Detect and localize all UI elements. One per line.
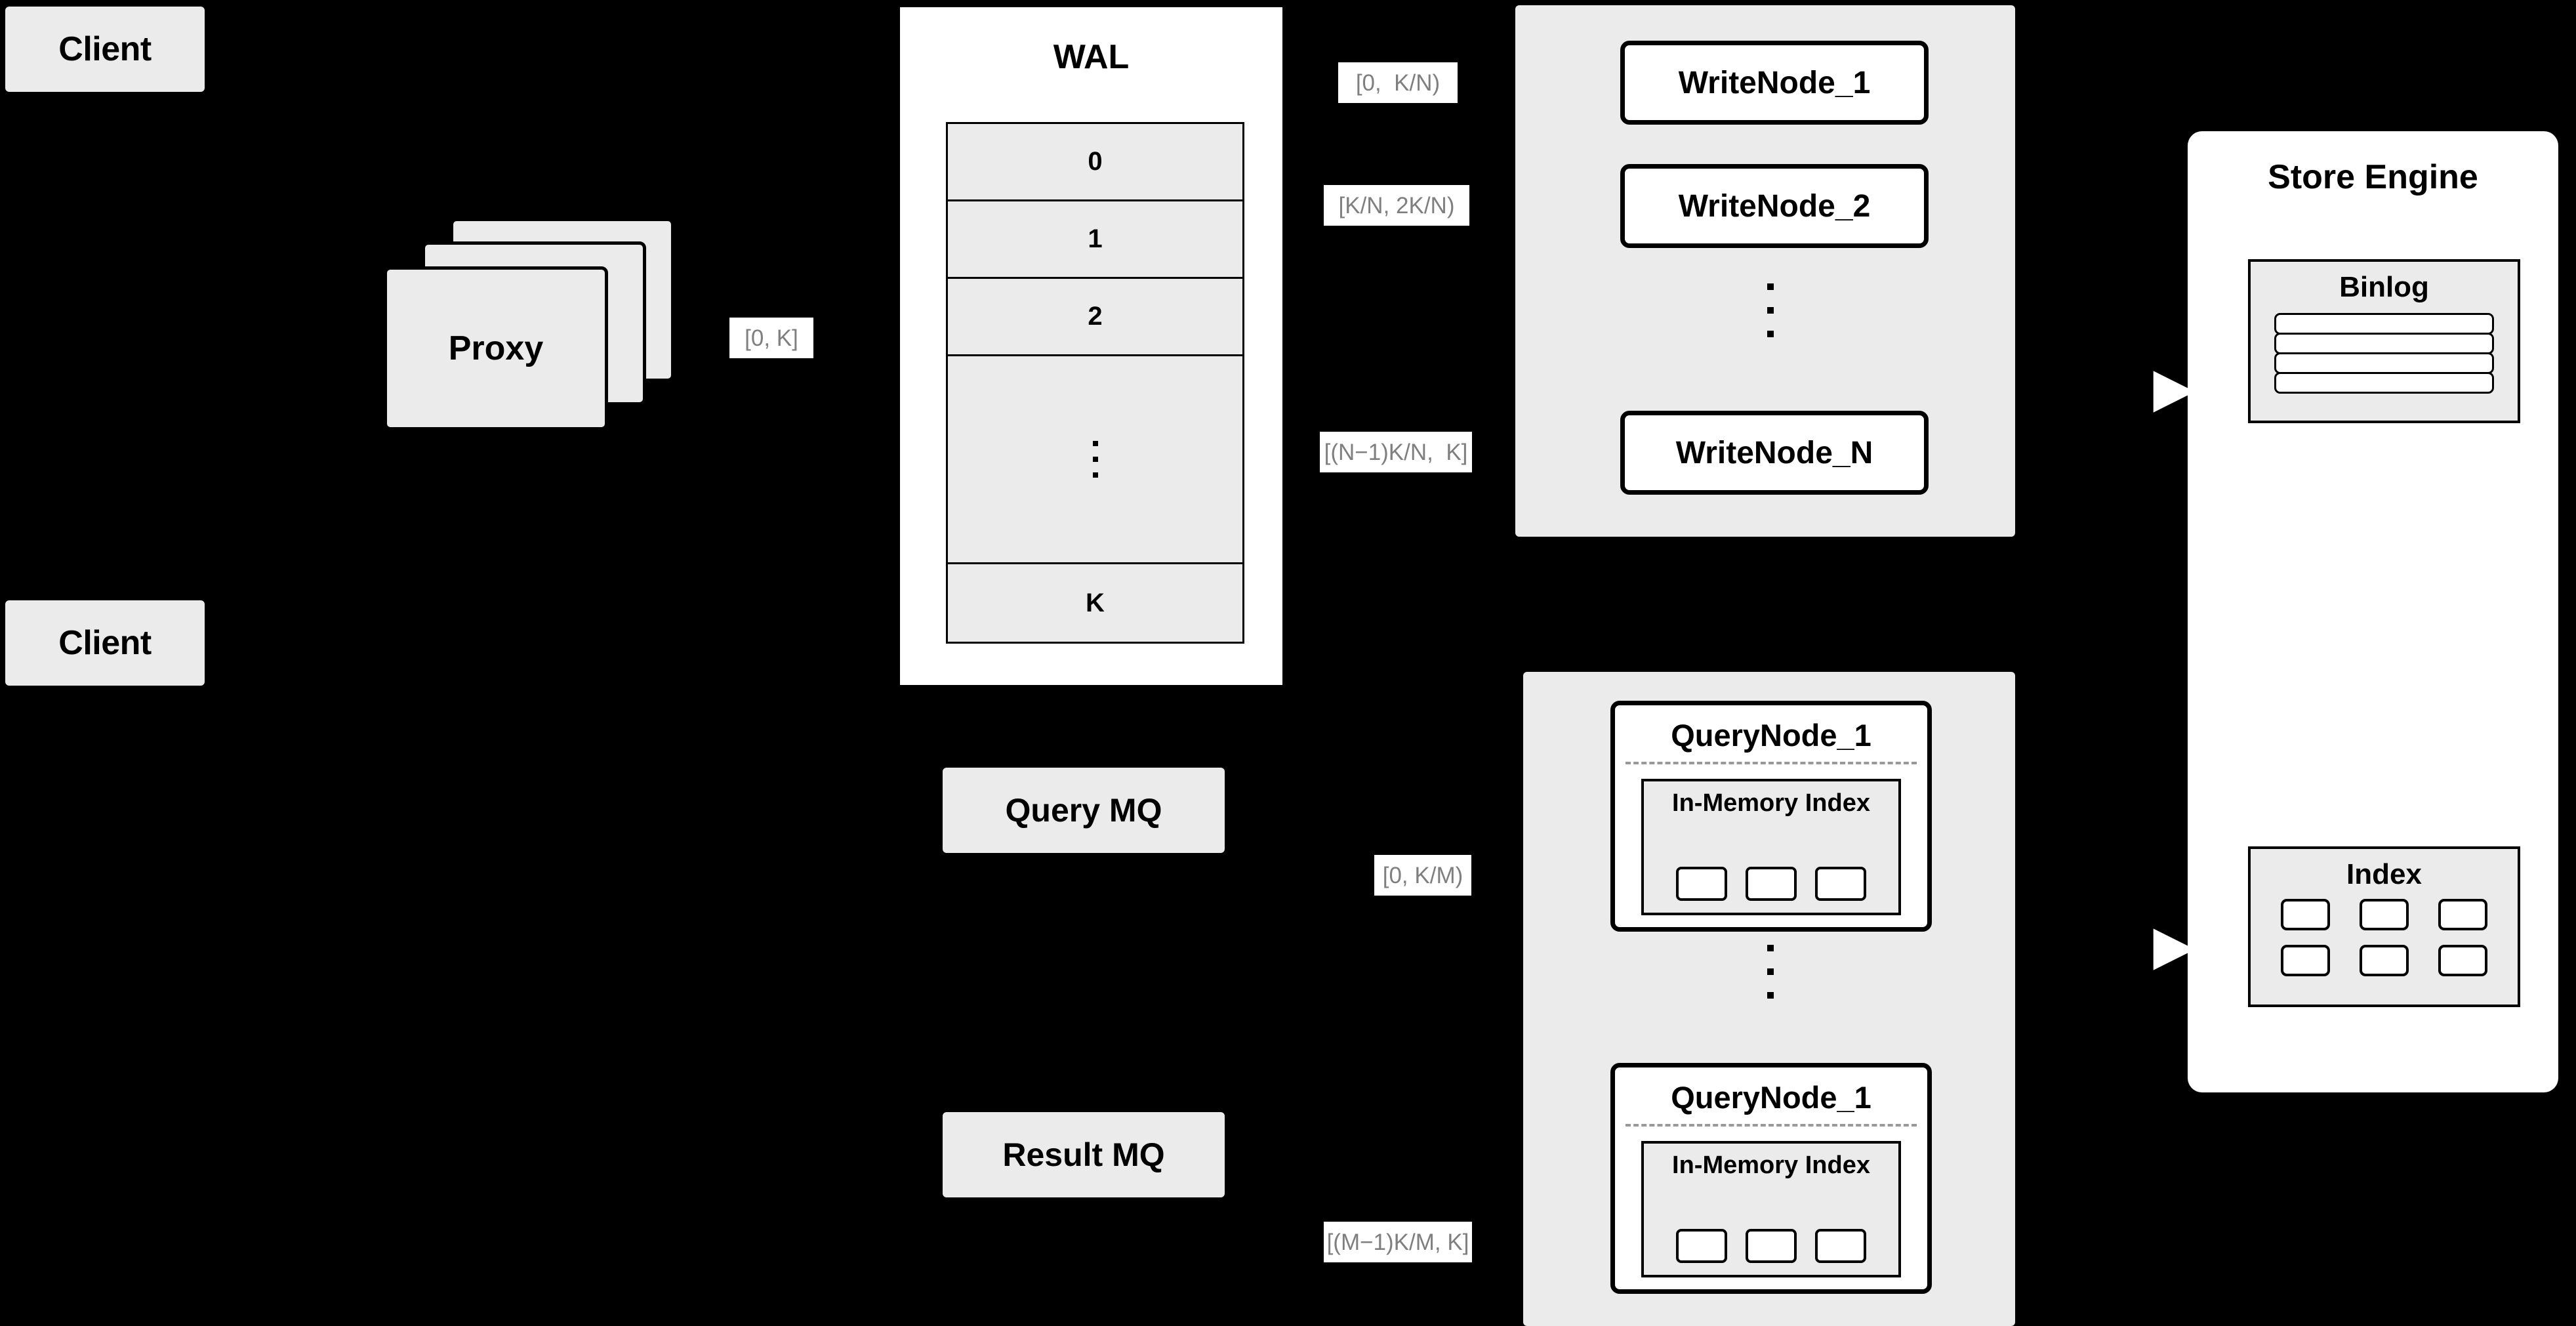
binlog-row (2274, 372, 2494, 394)
client-label: Client (58, 30, 152, 68)
index-cell-row (1644, 1229, 1898, 1263)
wal-row: 0 (948, 124, 1242, 201)
wal-row: 1 (948, 201, 1242, 279)
query-node-divider (1625, 762, 1917, 764)
in-memory-index-box: In-Memory Index (1641, 779, 1901, 915)
write-node-n[interactable]: WriteNode_N (1620, 411, 1929, 495)
index-cell (1746, 1229, 1797, 1263)
ellipsis-dot (1767, 945, 1774, 951)
wal-row: 2 (948, 279, 1242, 356)
ellipsis-dot (1767, 331, 1774, 337)
result-mq-box[interactable]: Result MQ (943, 1112, 1225, 1197)
wal-row-ellipsis (948, 356, 1242, 564)
client-label: Client (58, 624, 152, 662)
index-cell-row (1644, 867, 1898, 901)
query-node-title: QueryNode_1 (1671, 1080, 1871, 1115)
binlog-row (2274, 333, 2494, 354)
binlog-row-list (2274, 313, 2494, 394)
result-mq-label: Result MQ (1002, 1136, 1165, 1173)
index-cell (2359, 945, 2409, 976)
write-node-label: WriteNode_1 (1678, 65, 1871, 100)
client-box-2[interactable]: Client (5, 600, 205, 686)
wal-title: WAL (1053, 38, 1130, 76)
in-memory-index-box: In-Memory Index (1641, 1141, 1901, 1277)
query-node-m-range-label: [(M−1)K/M, K] (1324, 1222, 1472, 1262)
binlog-row (2274, 352, 2494, 374)
index-cell (2281, 945, 2331, 976)
proxy-label: Proxy (448, 329, 544, 367)
query-mq-label: Query MQ (1005, 792, 1162, 829)
write-node-2[interactable]: WriteNode_2 (1620, 164, 1929, 248)
index-cell (1815, 1229, 1866, 1263)
binlog-row (2274, 313, 2494, 335)
ellipsis-dot (1092, 457, 1098, 462)
index-cell (1676, 867, 1727, 901)
proxy-box[interactable]: Proxy (384, 266, 608, 430)
query-node-1[interactable]: QueryNode_1 In-Memory Index (1610, 701, 1932, 932)
index-title: Index (2346, 858, 2422, 890)
ellipsis-dot (1092, 472, 1098, 478)
wal-row: K (1086, 588, 1105, 617)
index-box: Index (2248, 846, 2520, 1007)
index-cell (2281, 899, 2331, 930)
index-cell (1676, 1229, 1727, 1263)
query-node-m[interactable]: QueryNode_1 In-Memory Index (1610, 1063, 1932, 1294)
ellipsis-dot (1767, 307, 1774, 314)
client-box-1[interactable]: Client (5, 7, 205, 92)
write-node-1-range-label: [0, K/N) (1338, 62, 1458, 103)
query-node-1-range-label: [0, K/M) (1374, 855, 1471, 896)
index-cell (1815, 867, 1866, 901)
store-engine-panel: Store Engine Binlog Index (2188, 131, 2558, 1092)
index-cell (2438, 945, 2487, 976)
index-cell (1746, 867, 1797, 901)
query-cluster-ellipsis (1767, 945, 1774, 999)
ellipsis-dot (1767, 968, 1774, 975)
query-node-divider (1625, 1124, 1917, 1127)
store-engine-title: Store Engine (2268, 158, 2478, 196)
query-mq-box[interactable]: Query MQ (943, 768, 1225, 853)
wal-table: 0 1 2 K (946, 122, 1244, 644)
wal-panel: WAL 0 1 2 K (896, 3, 1286, 689)
in-memory-index-title: In-Memory Index (1672, 1151, 1870, 1179)
write-node-label: WriteNode_2 (1678, 188, 1871, 224)
index-cell (2359, 899, 2409, 930)
ellipsis-dot (1767, 283, 1774, 290)
index-cell-grid (2273, 899, 2495, 976)
write-node-1[interactable]: WriteNode_1 (1620, 41, 1929, 125)
ellipsis-dot (1767, 992, 1774, 999)
index-cell (2438, 899, 2487, 930)
write-cluster-ellipsis (1767, 283, 1774, 337)
write-node-2-range-label: [K/N, 2K/N) (1324, 185, 1469, 226)
query-node-title: QueryNode_1 (1671, 718, 1871, 753)
in-memory-index-title: In-Memory Index (1672, 789, 1870, 817)
write-node-label: WriteNode_N (1675, 435, 1873, 470)
binlog-title: Binlog (2339, 271, 2429, 303)
proxy-range-label: [0, K] (729, 318, 813, 358)
write-node-n-range-label: [(N−1)K/N, K] (1320, 432, 1472, 472)
ellipsis-dot (1092, 441, 1098, 446)
binlog-box: Binlog (2248, 259, 2520, 423)
